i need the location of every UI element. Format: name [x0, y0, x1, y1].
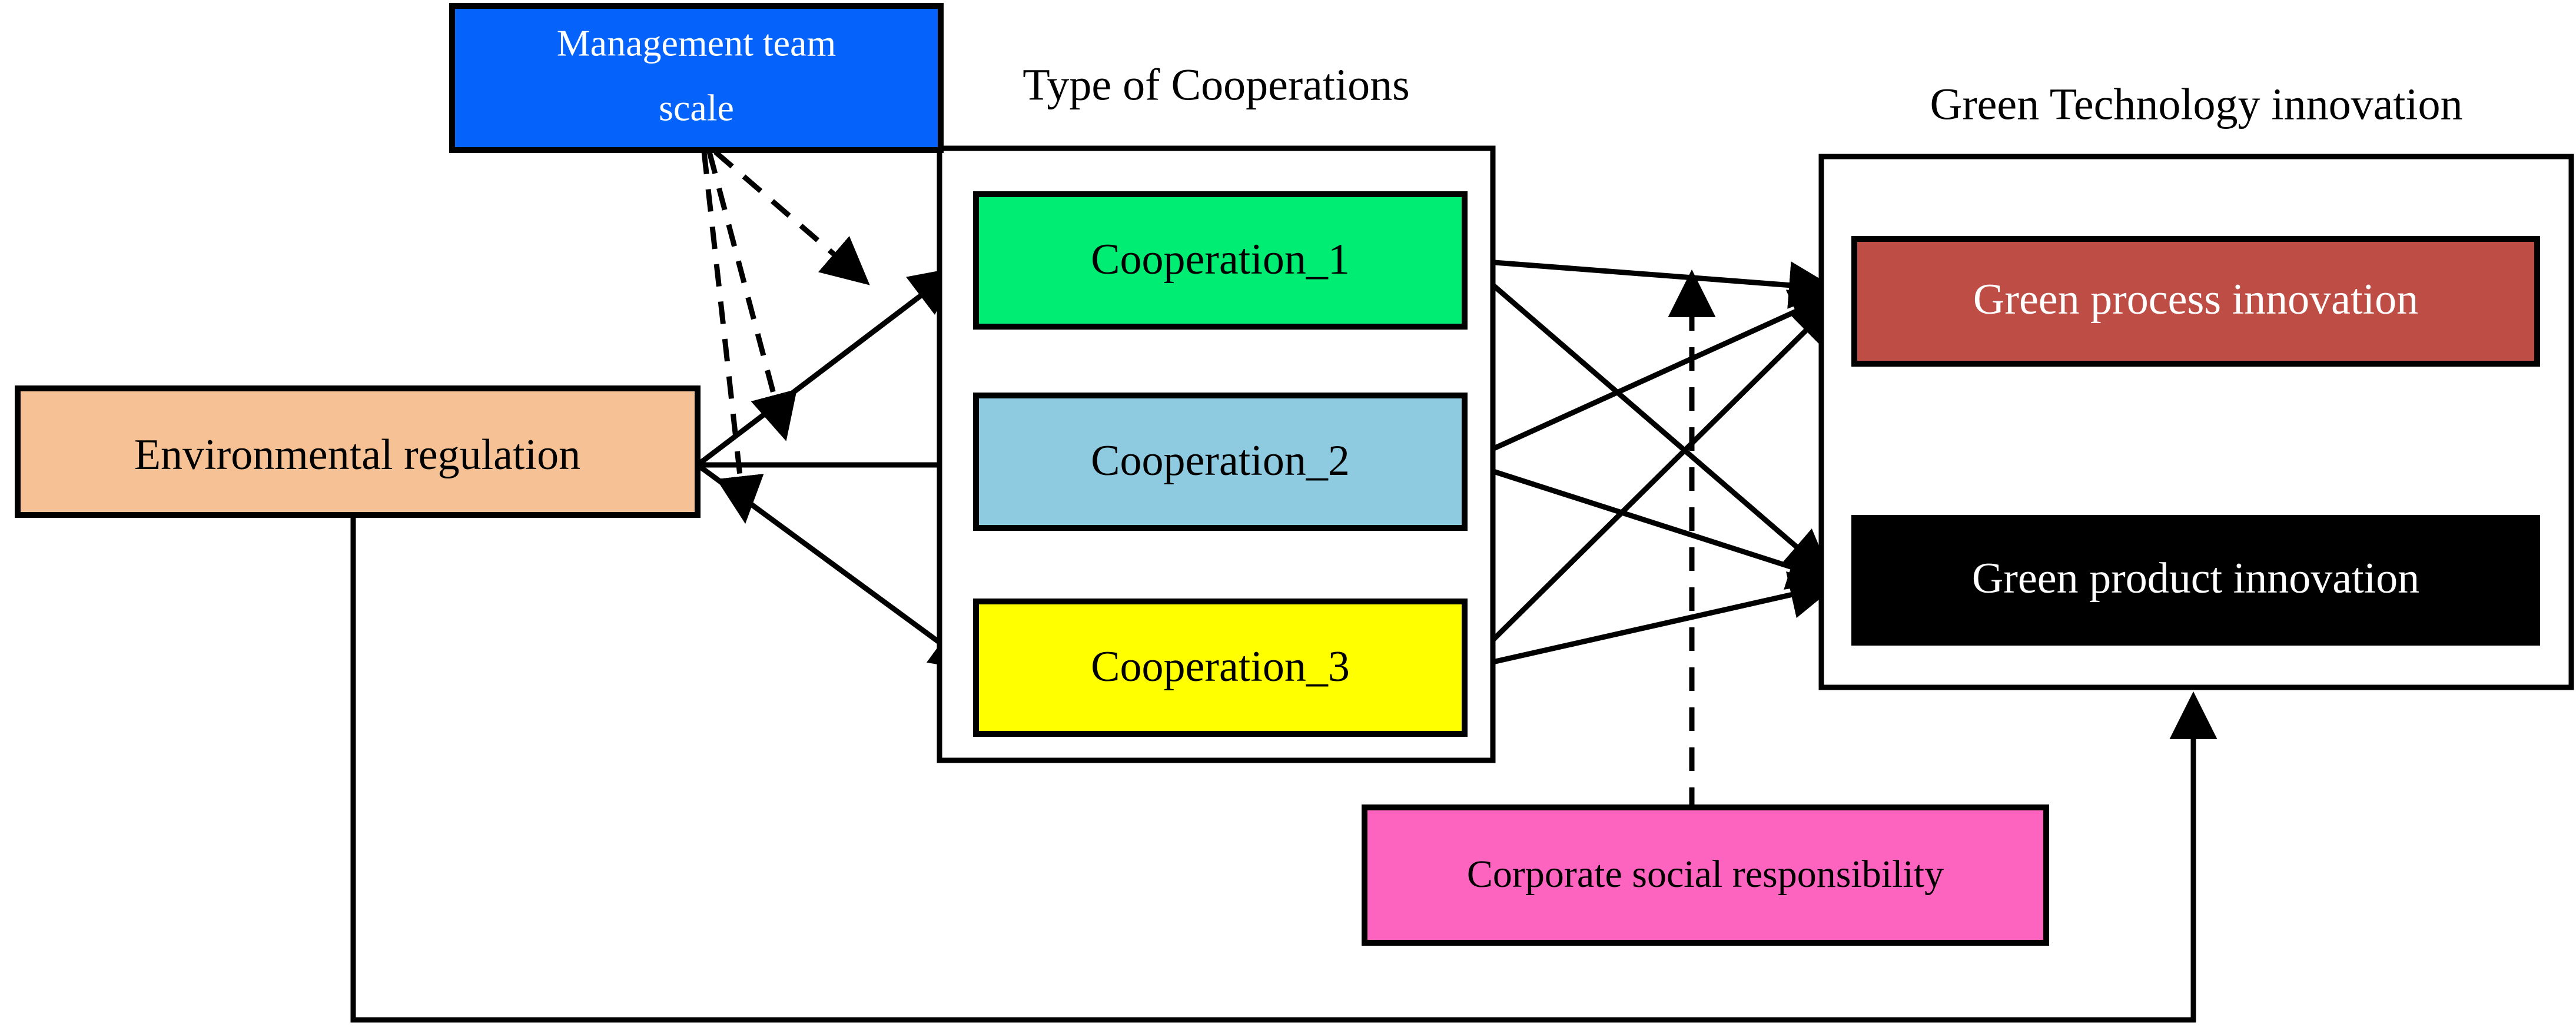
- node-box-green-process-innovation[interactable]: [1851, 236, 2540, 367]
- node-label-management-team-scale-line2: scale: [659, 87, 734, 129]
- node-label-corporate-social-responsibility: Corporate social responsibility: [1467, 853, 1944, 896]
- edge-mgmt-moderates-cooperation2: [706, 151, 797, 441]
- edge-envreg-to-cooperation1: [696, 267, 959, 467]
- group-title-green-technology-innovation: Green Technology innovation: [1930, 79, 2462, 129]
- node-label-cooperation-1: Cooperation_1: [1091, 235, 1350, 284]
- edge-mgmt-moderates-cooperation1: [713, 149, 870, 285]
- edge-cooperation1-to-green-product: [1462, 258, 1833, 578]
- node-box-green-product-innovation[interactable]: [1851, 515, 2540, 646]
- node-box-corporate-social-responsibility[interactable]: [1362, 804, 2049, 946]
- node-box-cooperation-2[interactable]: [973, 393, 1468, 531]
- node-box-management-team-scale[interactable]: [449, 3, 944, 153]
- edge-envreg-to-cooperation3: [696, 463, 980, 671]
- edge-cooperation3-to-green-process: [1462, 297, 1840, 671]
- node-label-environmental-regulation: Environmental regulation: [134, 431, 580, 479]
- group-title-type-of-cooperations: Type of Cooperations: [1023, 60, 1409, 109]
- edge-cooperation3-to-green-product: [1463, 571, 1838, 671]
- node-label-green-product-innovation: Green product innovation: [1972, 554, 2419, 603]
- node-label-cooperation-3: Cooperation_3: [1091, 643, 1350, 691]
- node-label-cooperation-2: Cooperation_2: [1091, 437, 1350, 485]
- edge-cooperation2-to-green-process: [1463, 290, 1840, 465]
- node-box-cooperation-1[interactable]: [973, 191, 1468, 330]
- node-box-cooperation-3[interactable]: [973, 599, 1468, 737]
- edge-cooperation1-to-green-process: [1463, 257, 1837, 309]
- node-box-environmental-regulation[interactable]: [15, 385, 701, 518]
- edge-envreg-to-gti-feedback: [350, 513, 2218, 1023]
- node-label-management-team-scale-line1: Management team: [557, 22, 836, 64]
- edge-cooperation2-to-green-product: [1463, 459, 1837, 590]
- edge-mgmt-moderates-cooperation3: [701, 151, 764, 524]
- node-label-green-process-innovation: Green process innovation: [1973, 275, 2418, 324]
